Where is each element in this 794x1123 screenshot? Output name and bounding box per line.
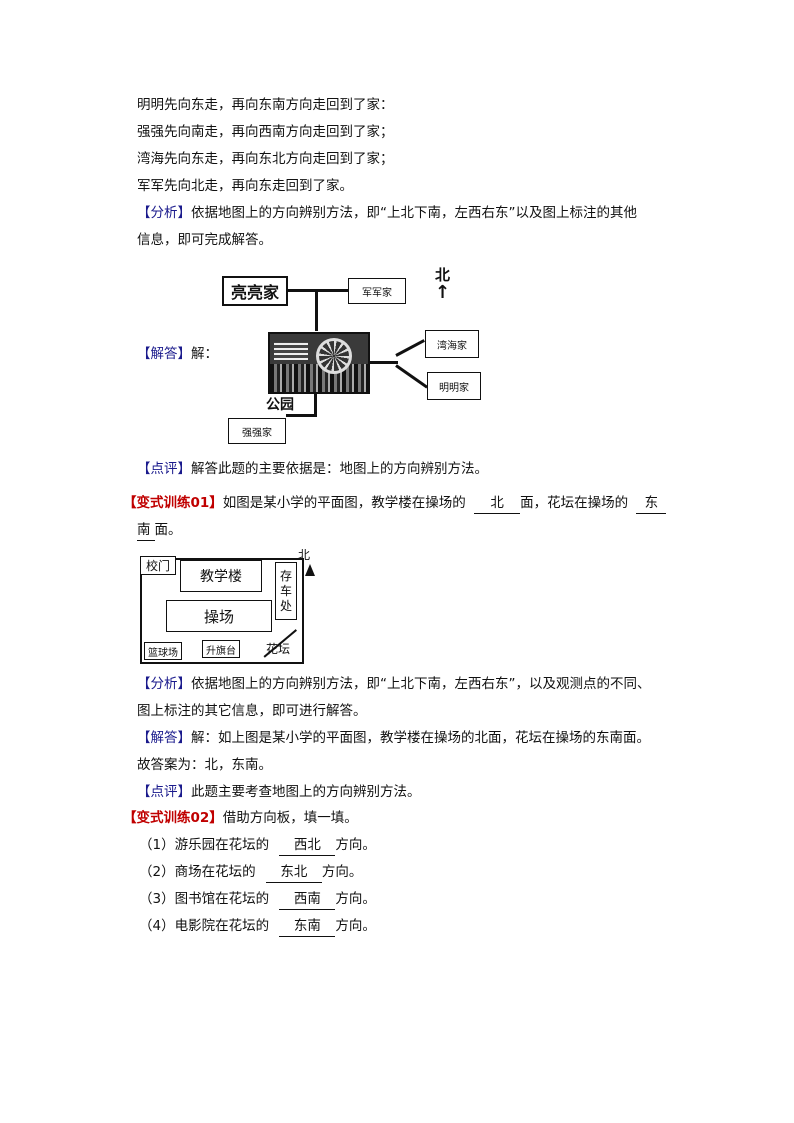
junjun-home-box: 军军家 bbox=[348, 278, 406, 304]
exercise-1-text-c: 面。 bbox=[154, 522, 182, 538]
analysis-1-line-1: 【分析】依据地图上的方向辨别方法，即“上北下南，左西右东”以及图上标注的其他 bbox=[137, 203, 637, 223]
analysis-2-line-1: 【分析】依据地图上的方向辨别方法，即“上北下南，左西右东”，以及观测点的不同、 bbox=[137, 674, 651, 694]
answer-2-result: 故答案为：北，东南。 bbox=[137, 757, 272, 773]
gate-box: 校门 bbox=[140, 556, 176, 575]
school-outline bbox=[140, 558, 304, 664]
north-label: 北 bbox=[435, 266, 451, 284]
answer-text: 解： bbox=[191, 346, 218, 362]
item-text: （2）商场在花坛的 bbox=[139, 864, 256, 880]
item-suffix: 方向。 bbox=[335, 837, 376, 853]
exercise-2-item-3: （3）图书馆在花坛的 西南方向。 bbox=[139, 889, 376, 910]
answer-blank: 东南 bbox=[279, 916, 336, 937]
basketball-court-label: 篮球场 bbox=[148, 647, 178, 659]
qiangqiang-home-box: 强强家 bbox=[228, 418, 286, 444]
analysis-2-line-2: 图上标注的其它信息，即可进行解答。 bbox=[137, 703, 367, 719]
intro-line-2: 强强先向南走，再向西南方向走回到了家； bbox=[137, 124, 394, 140]
answer-blank: 西南 bbox=[279, 889, 336, 910]
liangliang-home-label: 亮亮家 bbox=[230, 283, 279, 302]
analysis-2-text: 依据地图上的方向辨别方法，即“上北下南，左西右东”，以及观测点的不同、 bbox=[191, 676, 651, 692]
exercise-2-heading: 【变式训练02】借助方向板，填一填。 bbox=[123, 808, 358, 828]
answer-blank: 西北 bbox=[279, 835, 336, 856]
bike-shed-label-3: 处 bbox=[279, 598, 292, 613]
playground-label: 操场 bbox=[203, 607, 234, 626]
comment-2-text: 此题主要考查地图上的方向辨别方法。 bbox=[191, 784, 421, 800]
item-suffix: 方向。 bbox=[321, 864, 363, 880]
answer-1-label: 【解答】解： bbox=[137, 344, 218, 364]
item-text: （1）游乐园在花坛的 bbox=[139, 837, 270, 853]
intro-line-1: 明明先向东走，再向东南方向走回到了家： bbox=[137, 97, 394, 113]
comment-text: 解答此题的主要依据是：地图上的方向辨别方法。 bbox=[191, 461, 488, 477]
exercise-1-line-2: 南面。 bbox=[137, 520, 182, 541]
answer-blank-2a: 东 bbox=[636, 493, 667, 514]
analysis-tag: 【分析】 bbox=[137, 205, 191, 221]
park-image bbox=[268, 332, 370, 394]
analysis-text: 依据地图上的方向辨别方法，即“上北下南，左西右东”以及图上标注的其他 bbox=[191, 205, 637, 221]
direction-map-figure: 亮亮家 军军家 北 ↑ 湾海家 明明家 公园 强强家 bbox=[220, 258, 485, 448]
mingming-home-label: 明明家 bbox=[439, 382, 469, 394]
exercise-2-tag: 【变式训练02】 bbox=[123, 810, 223, 826]
teaching-building-label: 教学楼 bbox=[200, 569, 242, 585]
flowerbed-label: 花坛 bbox=[266, 642, 291, 656]
item-text: （3）图书馆在花坛的 bbox=[139, 891, 270, 907]
answer-blank-2b: 南 bbox=[137, 520, 155, 541]
answer-2-tag: 【解答】 bbox=[137, 730, 191, 746]
flowerbed-area: 花坛 bbox=[263, 629, 300, 660]
wanhai-home-box: 湾海家 bbox=[425, 330, 479, 358]
item-suffix: 方向。 bbox=[335, 891, 376, 907]
mingming-home-box: 明明家 bbox=[427, 372, 481, 400]
park-label: 公园 bbox=[266, 397, 294, 413]
exercise-1-tag: 【变式训练01】 bbox=[123, 495, 223, 511]
flag-platform-box: 升旗台 bbox=[202, 640, 240, 658]
answer-blank: 东北 bbox=[265, 862, 322, 883]
north-label-2: 北 bbox=[298, 548, 311, 562]
item-text: （4）电影院在花坛的 bbox=[139, 918, 270, 934]
answer-2-text: 解：如上图是某小学的平面图，教学楼在操场的北面，花坛在操场的东南面。 bbox=[191, 730, 650, 746]
exercise-2-text: 借助方向板，填一填。 bbox=[222, 810, 358, 826]
exercise-1-line-1: 【变式训练01】如图是某小学的平面图，教学楼在操场的 北面，花坛在操场的 东 bbox=[123, 493, 667, 514]
north-arrow-icon: ↑ bbox=[435, 282, 451, 303]
answer-tag: 【解答】 bbox=[137, 346, 191, 362]
analysis-2-tag: 【分析】 bbox=[137, 676, 191, 692]
teaching-building-box: 教学楼 bbox=[180, 560, 262, 592]
item-suffix: 方向。 bbox=[335, 918, 376, 934]
exercise-2-item-1: （1）游乐园在花坛的 西北方向。 bbox=[139, 835, 376, 856]
junjun-home-label: 军军家 bbox=[362, 287, 392, 299]
gate-label: 校门 bbox=[145, 559, 170, 573]
answer-blank-1: 北 bbox=[474, 493, 521, 514]
comment-1: 【点评】解答此题的主要依据是：地图上的方向辨别方法。 bbox=[137, 459, 488, 479]
bike-shed-label-1: 存 bbox=[279, 568, 292, 583]
north-arrow-icon-2 bbox=[305, 564, 315, 576]
answer-2-line-1: 【解答】解：如上图是某小学的平面图，教学楼在操场的北面，花坛在操场的东南面。 bbox=[137, 728, 650, 748]
exercise-1-text-b: 面，花坛在操场的 bbox=[520, 495, 629, 511]
playground-box: 操场 bbox=[166, 600, 272, 632]
exercise-2-item-4: （4）电影院在花坛的 东南方向。 bbox=[139, 916, 376, 937]
bike-shed-box: 存 车 处 bbox=[275, 562, 297, 620]
exercise-2-item-2: （2）商场在花坛的 东北方向。 bbox=[139, 862, 362, 883]
comment-2: 【点评】此题主要考查地图上的方向辨别方法。 bbox=[137, 782, 421, 802]
basketball-court-box: 篮球场 bbox=[144, 642, 182, 660]
liangliang-home-box: 亮亮家 bbox=[222, 276, 288, 306]
comment-2-tag: 【点评】 bbox=[137, 784, 191, 800]
school-map-figure: 校门 教学楼 存 车 处 操场 篮球场 升旗台 花坛 北 bbox=[140, 548, 325, 664]
bike-shed-label-2: 车 bbox=[279, 583, 292, 598]
exercise-1-text-a: 如图是某小学的平面图，教学楼在操场的 bbox=[222, 495, 466, 511]
flag-platform-label: 升旗台 bbox=[206, 645, 236, 657]
wanhai-home-label: 湾海家 bbox=[437, 340, 467, 352]
intro-line-4: 军军先向北走，再向东走回到了家。 bbox=[137, 178, 353, 194]
comment-tag: 【点评】 bbox=[137, 461, 191, 477]
analysis-1-line-2: 信息，即可完成解答。 bbox=[137, 232, 272, 248]
qiangqiang-home-label: 强强家 bbox=[242, 427, 272, 439]
intro-line-3: 湾海先向东走，再向东北方向走回到了家； bbox=[137, 151, 394, 167]
